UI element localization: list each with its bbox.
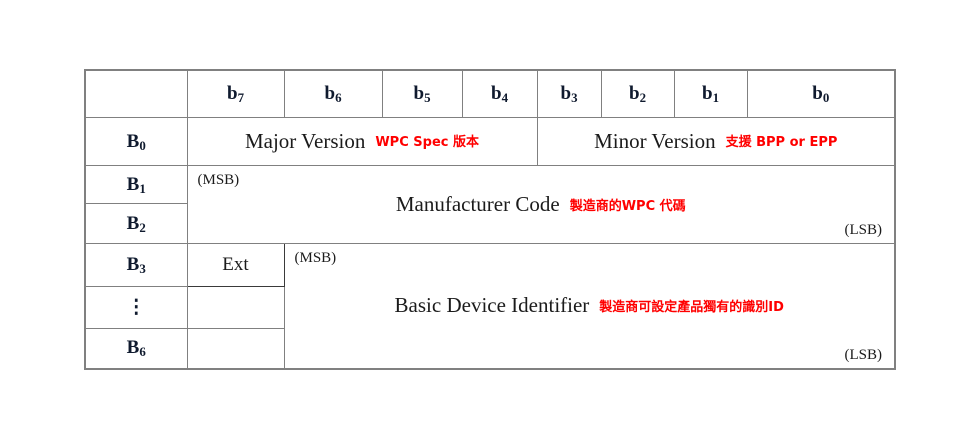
bit-label-b0: b0 <box>812 83 830 106</box>
bit-label-b3: b3 <box>560 83 578 106</box>
byte-label-ellipsis: ⋮ <box>84 286 188 329</box>
header-bit-b4: b4 <box>461 69 538 118</box>
header-corner-cell <box>84 69 188 118</box>
byte-label-b1: B1 <box>84 165 188 204</box>
basic-device-identifier-msb: (MSB) <box>294 250 337 266</box>
field-major-version: Major Version WPC Spec 版本 <box>186 117 538 166</box>
bit-label-b7: b7 <box>226 83 245 106</box>
manufacturer-code-lsb: (LSB) <box>844 222 883 238</box>
major-version-label: Major Version <box>244 129 366 153</box>
header-bit-b3: b3 <box>536 69 602 118</box>
header-bit-b7: b7 <box>186 69 285 118</box>
field-ext: Ext <box>186 243 285 287</box>
basic-device-identifier-fill-lower <box>186 328 285 369</box>
bit-label-b2: b2 <box>628 83 647 106</box>
bit-label-b5: b5 <box>413 83 431 106</box>
field-basic-device-identifier: (MSB) Basic Device Identifier 製造商可設定產品獨有的… <box>283 243 896 369</box>
header-bit-b2: b2 <box>600 69 675 118</box>
bit-label-b1: b1 <box>701 83 720 106</box>
major-version-note: WPC Spec 版本 <box>375 135 479 150</box>
byte-label-b0: B0 <box>84 117 188 166</box>
table-header-row: b7 b6 b5 b4 b3 b2 b1 b0 <box>84 69 896 118</box>
minor-version-label: Minor Version <box>594 129 716 153</box>
byte-label-b3: B3 <box>84 243 188 287</box>
table-row-b6: B6 <box>84 328 895 369</box>
header-bit-b5: b5 <box>381 69 463 118</box>
table-row-b1: B1 (MSB) Manufacturer Code 製造商的WPC 代碼 (LS… <box>84 165 896 244</box>
manufacturer-code-label: Manufacturer Code <box>395 192 560 216</box>
field-minor-version: Minor Version 支援 BPP or EPP <box>536 117 896 166</box>
table-row-b0: B0 Major Version WPC Spec 版本 Minor Versio… <box>84 117 896 166</box>
byte-label-b6: B6 <box>84 328 188 369</box>
ext-label: Ext <box>222 254 249 275</box>
table-row-b2: B2 <box>84 203 895 244</box>
bit-label-b6: b6 <box>324 83 342 106</box>
header-bit-b1: b1 <box>673 69 748 118</box>
basic-device-identifier-fill-upper <box>186 286 285 329</box>
wpc-identification-packet-table: b7 b6 b5 b4 b3 b2 b1 b0 B0 Major Version… <box>84 69 896 370</box>
field-manufacturer-code: (MSB) Manufacturer Code 製造商的WPC 代碼 (LSB) <box>186 165 896 244</box>
header-bit-b6: b6 <box>283 69 383 118</box>
table-row-b3: B3 Ext (MSB) Basic Device Identifier 製造商可… <box>84 243 896 369</box>
basic-device-identifier-note: 製造商可設定產品獨有的識別ID <box>599 300 784 316</box>
header-bit-b0: b0 <box>746 69 896 118</box>
manufacturer-code-note: 製造商的WPC 代碼 <box>569 199 686 214</box>
manufacturer-code-msb: (MSB) <box>197 172 240 188</box>
basic-device-identifier-lsb: (LSB) <box>844 346 883 363</box>
bit-label-b4: b4 <box>490 83 509 106</box>
byte-label-b2: B2 <box>84 203 188 244</box>
table-row-ellipsis: ⋮ <box>84 286 895 329</box>
minor-version-note: 支援 BPP or EPP <box>725 135 838 150</box>
basic-device-identifier-label: Basic Device Identifier <box>394 293 590 318</box>
vertical-ellipsis-icon: ⋮ <box>126 296 146 318</box>
